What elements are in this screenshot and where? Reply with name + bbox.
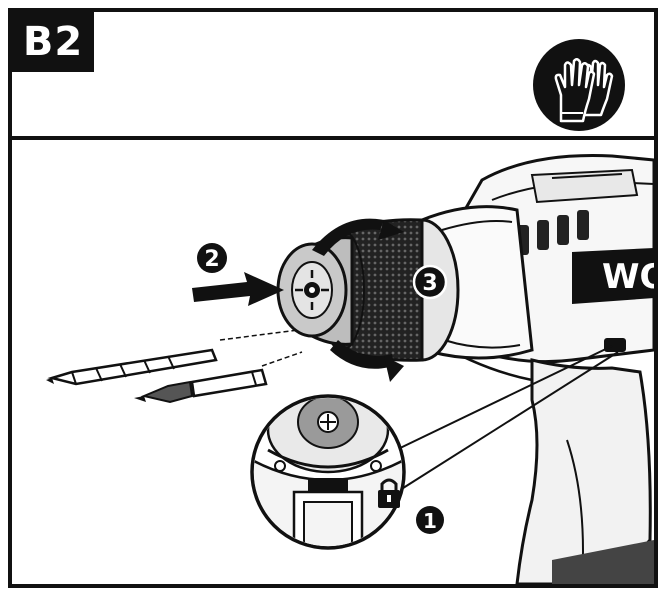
svg-text:2: 2 <box>204 247 219 272</box>
chuck-nose <box>276 236 354 346</box>
instruction-panel: B2 <box>8 8 658 588</box>
lock-switch <box>604 338 626 352</box>
drill-illustration: WO <box>46 154 654 584</box>
protective-gloves-icon <box>533 39 625 131</box>
insert-arrow-icon: 2 <box>192 243 284 306</box>
drill-bit <box>46 348 218 386</box>
step-1-marker: 1 <box>416 506 444 534</box>
brand-text: WO <box>602 257 654 297</box>
magnifier-lock-detail <box>250 394 406 550</box>
step-3-marker: 3 <box>412 264 448 300</box>
step-badge: B2 <box>12 12 94 72</box>
lock-icon <box>378 478 400 508</box>
guide-lines <box>219 329 303 367</box>
screwdriver-bit <box>134 368 268 404</box>
svg-text:3: 3 <box>422 271 437 296</box>
panel-header: B2 <box>12 12 654 140</box>
callout-lines <box>395 345 619 491</box>
rotate-arrows <box>312 218 404 382</box>
svg-text:1: 1 <box>423 509 437 533</box>
